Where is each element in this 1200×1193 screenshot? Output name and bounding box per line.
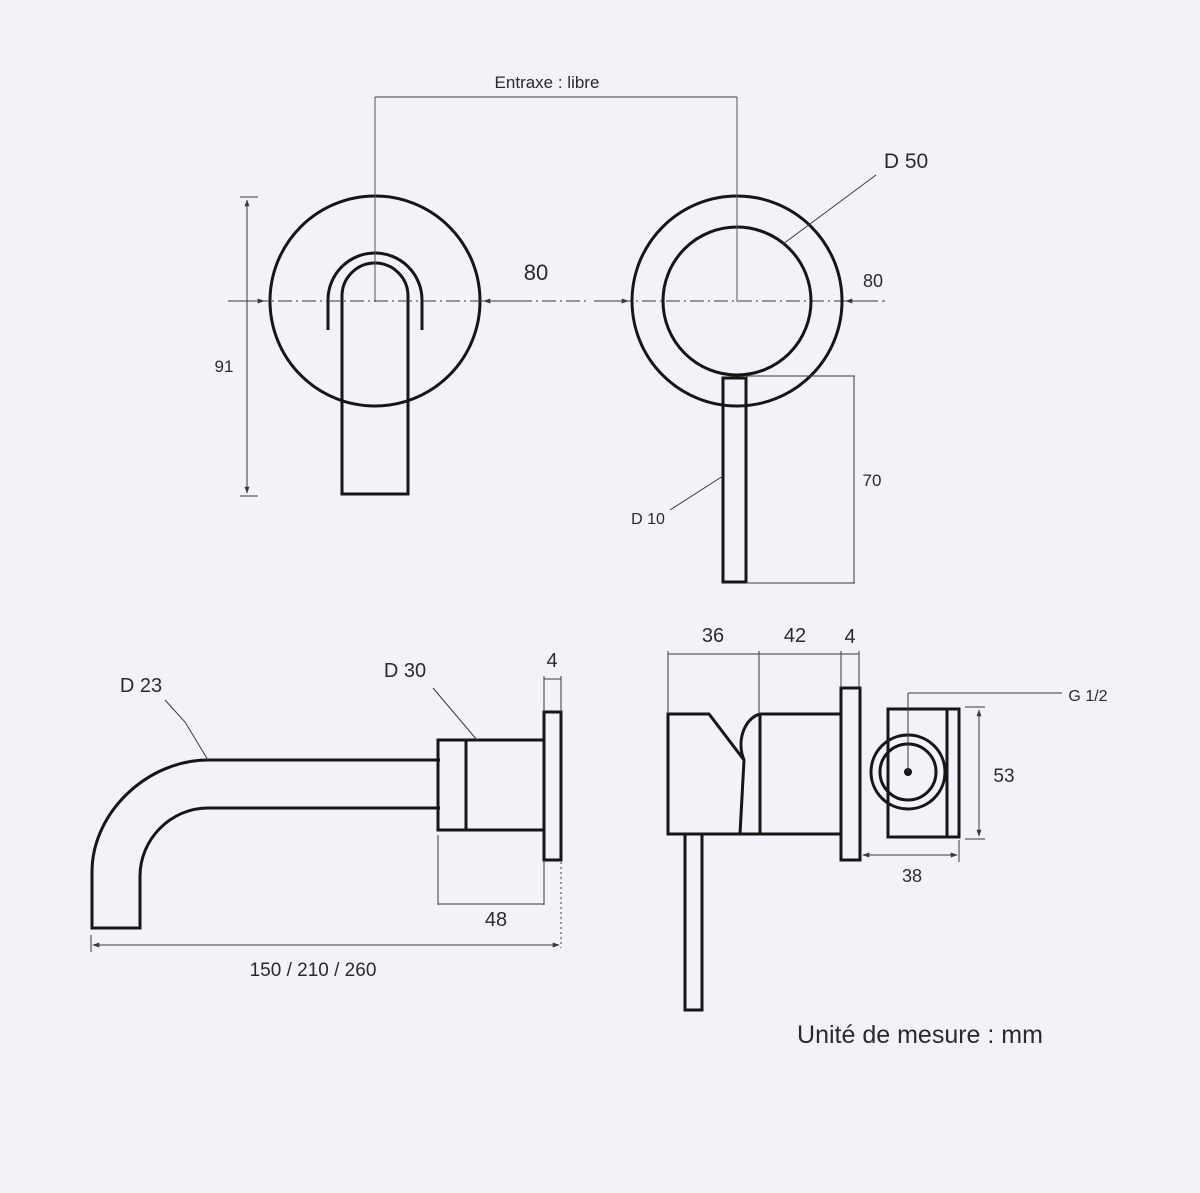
leader-d10 <box>669 475 724 511</box>
label-length-42: 42 <box>784 625 806 647</box>
label-unit: Unité de mesure : mm <box>797 1021 1043 1049</box>
label-height-91: 91 <box>215 357 234 376</box>
mixer-neck <box>739 712 761 761</box>
label-g12: G 1/2 <box>1068 688 1107 705</box>
label-entraxe: Entraxe : libre <box>495 73 600 92</box>
leader-d30 <box>432 687 478 741</box>
label-width-80-right: 80 <box>863 271 883 291</box>
label-width-80-left: 80 <box>524 260 548 285</box>
label-thickness-4-right: 4 <box>844 626 855 648</box>
mixer-side-view <box>666 686 961 1012</box>
mixer-handle-head <box>666 712 746 836</box>
label-length-38: 38 <box>902 866 922 886</box>
spout-wall-plate <box>542 710 563 862</box>
spout-collar-ring <box>436 738 468 832</box>
label-height-53: 53 <box>993 766 1014 787</box>
spout-pipe <box>90 758 440 930</box>
spout-front-view <box>268 97 482 496</box>
mixer-lever-side <box>683 832 704 1012</box>
mixer-lever <box>721 376 748 584</box>
mixer-front-view <box>630 97 844 584</box>
label-spout-length: 150 / 210 / 260 <box>250 960 377 981</box>
label-d30: D 30 <box>384 660 426 682</box>
mixer-wall-plate <box>839 686 862 862</box>
spout-connector <box>464 738 546 832</box>
label-d10: D 10 <box>631 511 665 528</box>
label-thickness-4-left: 4 <box>546 650 557 672</box>
mixer-cartridge-body <box>758 712 843 836</box>
label-length-48: 48 <box>485 909 507 931</box>
spout-body <box>340 261 410 496</box>
mixer-valve-box <box>886 707 949 839</box>
spout-side-view <box>90 710 563 930</box>
label-d23: D 23 <box>120 675 162 697</box>
label-d50: D 50 <box>884 150 928 173</box>
leader-d23 <box>164 699 209 761</box>
label-height-70: 70 <box>863 471 882 490</box>
label-length-36: 36 <box>702 625 724 647</box>
leader-d50 <box>782 174 877 245</box>
mixer-valve-flange <box>945 707 961 839</box>
